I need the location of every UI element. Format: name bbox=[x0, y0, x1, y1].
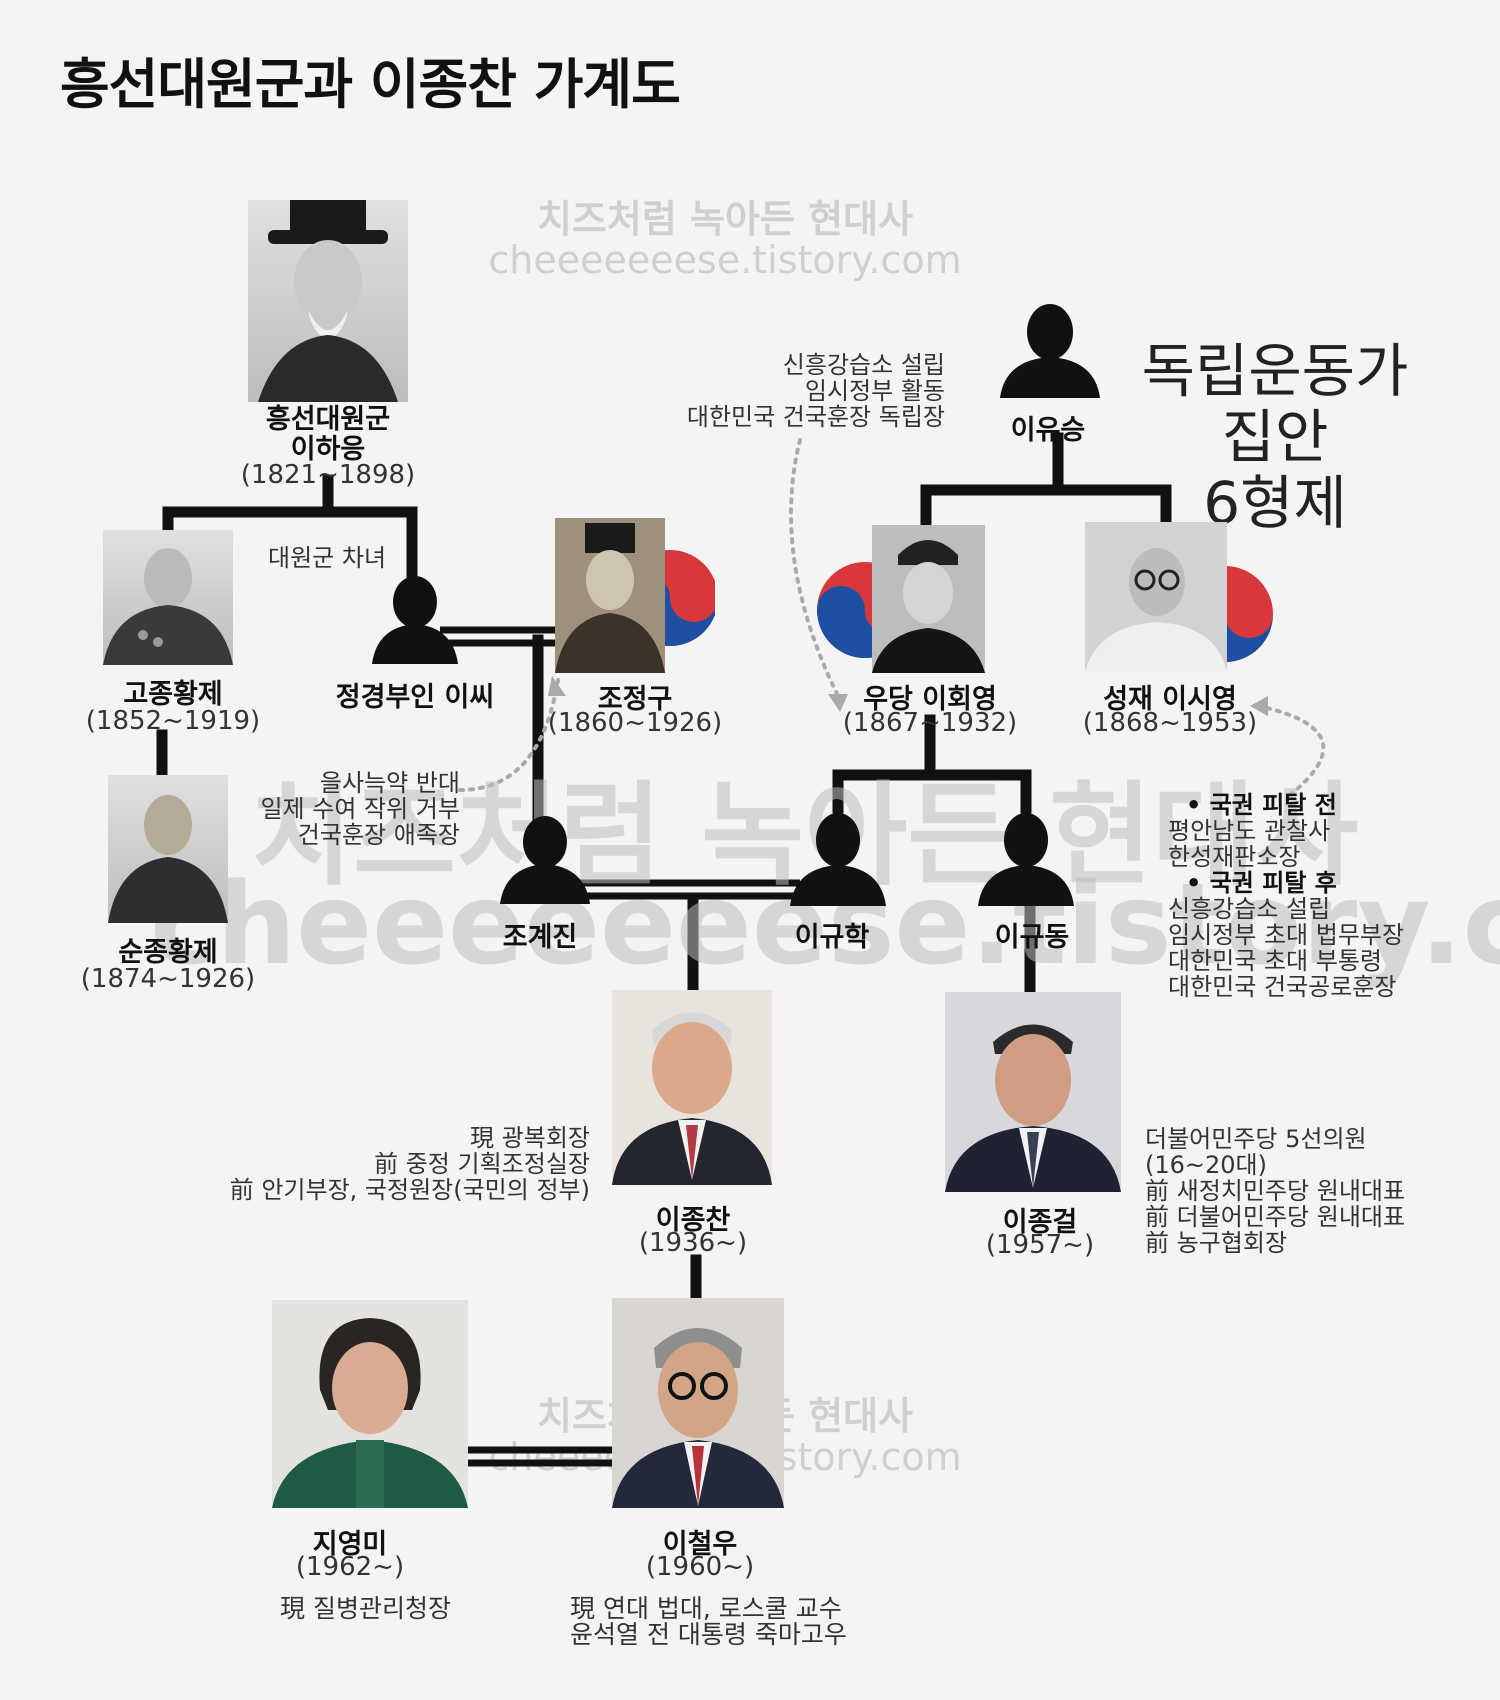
jogyejin-name: 조계진 bbox=[502, 922, 578, 953]
jeonggyeong-name: 정경부인 이씨 bbox=[335, 682, 495, 713]
gojong-name: 고종황제 bbox=[123, 679, 223, 710]
siyoung-after-4: 대한민국 건국공로훈장 bbox=[1168, 973, 1397, 1001]
uhoeyoung-years: (1867~1932) bbox=[842, 708, 1018, 738]
family-label: 독립운동가 집안 6형제 bbox=[1115, 338, 1435, 536]
dotted-arrow-siyoung bbox=[1256, 704, 1326, 797]
jonggeol-note-2: (16~20대) bbox=[1145, 1151, 1267, 1179]
jeonggyeong-silhouette-icon bbox=[372, 576, 458, 664]
siyoung-years: (1868~1953) bbox=[1082, 708, 1258, 738]
cheolwoo-name: 이철우 bbox=[662, 1529, 738, 1560]
jiyoungmi-years: (1962~) bbox=[295, 1552, 405, 1582]
jojeonggu-years: (1860~1926) bbox=[547, 708, 723, 738]
cheolwoo-years: (1960~) bbox=[645, 1552, 755, 1582]
uhoeyoung-note-2: 임시정부 활동 bbox=[804, 377, 945, 405]
jojeonggu-note-2: 일제 수여 작위 거부 bbox=[260, 795, 460, 823]
sunjong-photo bbox=[108, 775, 228, 923]
jojeonggu-note-3: 건국훈장 애족장 bbox=[297, 821, 460, 849]
cheolwoo-note-1: 現 연대 법대, 로스쿨 교수 bbox=[570, 1594, 842, 1623]
jongchan-note-3: 前 안기부장, 국정원장(국민의 정부) bbox=[229, 1176, 590, 1204]
jongchan-photo bbox=[612, 990, 772, 1185]
dotted-arrow-jojeonggu bbox=[458, 678, 560, 792]
sunjong-name: 순종황제 bbox=[118, 937, 218, 968]
jonggeol-note-5: 前 농구협회장 bbox=[1145, 1229, 1288, 1257]
heungseon-photo bbox=[248, 200, 408, 402]
jonggeol-name: 이종걸 bbox=[1002, 1207, 1078, 1238]
jongchan-note-2: 前 중정 기획조정실장 bbox=[374, 1150, 590, 1178]
siyoung-notes: • 국권 피탈 전 평안남도 관찰사 한성재판소장 • 국권 피탈 후 신흥강습… bbox=[1168, 792, 1404, 1000]
jojeonggu-notes: 을사늑약 반대 일제 수여 작위 거부 건국훈장 애족장 bbox=[200, 770, 460, 848]
family-label-line2: 집안 bbox=[1221, 403, 1329, 471]
jongchan-name: 이종찬 bbox=[655, 1205, 731, 1236]
family-label-line3: 6형제 bbox=[1203, 469, 1347, 537]
siyoung-before-2: 한성재판소장 bbox=[1168, 843, 1301, 871]
uhoeyoung-note-3: 대한민국 건국훈장 독립장 bbox=[686, 403, 945, 431]
jiyoungmi-photo bbox=[272, 1300, 468, 1508]
gyuhak-name: 이규학 bbox=[794, 922, 870, 953]
siyoung-photo bbox=[1085, 522, 1275, 672]
jonggeol-photo bbox=[945, 992, 1121, 1192]
family-label-line1: 독립운동가 bbox=[1141, 337, 1409, 405]
siyoung-after-1: 신흥강습소 설립 bbox=[1168, 895, 1331, 923]
page-title: 흥선대원군과 이종찬 가계도 bbox=[60, 53, 681, 116]
gyudong-name: 이규동 bbox=[994, 922, 1070, 953]
gyuhak-silhouette-icon bbox=[790, 813, 886, 906]
watermark-url-top: cheeeeeeese.tistory.com bbox=[488, 238, 962, 282]
heungseon-name: 흥선대원군 이하응 bbox=[188, 405, 468, 465]
siyoung-after-2: 임시정부 초대 법무부장 bbox=[1168, 921, 1405, 949]
jonggeol-note-4: 前 더불어민주당 원내대표 bbox=[1145, 1203, 1406, 1231]
jiyoungmi-name: 지영미 bbox=[312, 1529, 388, 1560]
siyoung-after-title: • 국권 피탈 후 bbox=[1186, 869, 1337, 897]
arrowhead-siyoung bbox=[1250, 696, 1268, 716]
cheolwoo-notes: 現 연대 법대, 로스쿨 교수 윤석열 전 대통령 죽마고우 bbox=[570, 1596, 847, 1648]
jongchan-note-1: 現 광복회장 bbox=[470, 1124, 590, 1152]
uhoeyoung-note-1: 신흥강습소 설립 bbox=[782, 351, 945, 379]
jojeonggu-note-1: 을사늑약 반대 bbox=[319, 769, 460, 797]
uhoeyoung-name: 우당 이회영 bbox=[863, 684, 997, 715]
gojong-years: (1852~1919) bbox=[85, 706, 261, 736]
arrowhead-hoeyoung bbox=[828, 694, 848, 712]
sunjong-years: (1874~1926) bbox=[80, 964, 256, 994]
watermark-text-top: 치즈처럼 녹아든 현대사 bbox=[536, 197, 914, 241]
iyuseung-name: 이유승 bbox=[1010, 415, 1086, 446]
jonggeol-note-1: 더불어민주당 5선의원 bbox=[1145, 1125, 1367, 1153]
gojong-photo bbox=[103, 530, 233, 665]
siyoung-name: 성재 이시영 bbox=[1103, 684, 1237, 715]
jonggeol-years: (1957~) bbox=[985, 1230, 1095, 1260]
heungseon-given-name: 이하응 bbox=[290, 434, 366, 465]
daughter-note: 대원군 차녀 bbox=[268, 544, 387, 572]
jongchan-years: (1936~) bbox=[638, 1228, 748, 1258]
heungseon-title-label: 흥선대원군 bbox=[265, 404, 391, 435]
jogyejin-silhouette-icon bbox=[500, 816, 590, 904]
jonggeol-note-3: 前 새정치민주당 원내대표 bbox=[1145, 1177, 1406, 1205]
cheolwoo-note-2: 윤석열 전 대통령 죽마고우 bbox=[570, 1620, 847, 1649]
siyoung-before-title: • 국권 피탈 전 bbox=[1186, 791, 1337, 819]
gyudong-silhouette-icon bbox=[978, 813, 1074, 906]
jonggeol-notes: 더불어민주당 5선의원 (16~20대) 前 새정치민주당 원내대표 前 더불어… bbox=[1145, 1126, 1405, 1256]
dotted-arrow-hoeyoung bbox=[789, 438, 842, 702]
jojeonggu-name: 조정구 bbox=[597, 684, 673, 715]
siyoung-before-1: 평안남도 관찰사 bbox=[1168, 817, 1331, 845]
cheolwoo-photo bbox=[612, 1298, 784, 1508]
arrowhead-jojeonggu bbox=[548, 676, 566, 696]
jojeonggu-photo bbox=[555, 518, 718, 673]
iyuseung-silhouette-icon bbox=[1000, 304, 1100, 398]
uhoeyoung-photo bbox=[810, 525, 985, 673]
jongchan-notes: 現 광복회장 前 중정 기획조정실장 前 안기부장, 국정원장(국민의 정부) bbox=[150, 1125, 590, 1203]
siyoung-after-3: 대한민국 초대 부통령 bbox=[1168, 947, 1382, 975]
heungseon-years: (1821~1898) bbox=[240, 460, 416, 490]
jiyoungmi-note: 現 질병관리청장 bbox=[280, 1594, 451, 1623]
uhoeyoung-notes: 신흥강습소 설립 임시정부 활동 대한민국 건국훈장 독립장 bbox=[600, 352, 945, 430]
